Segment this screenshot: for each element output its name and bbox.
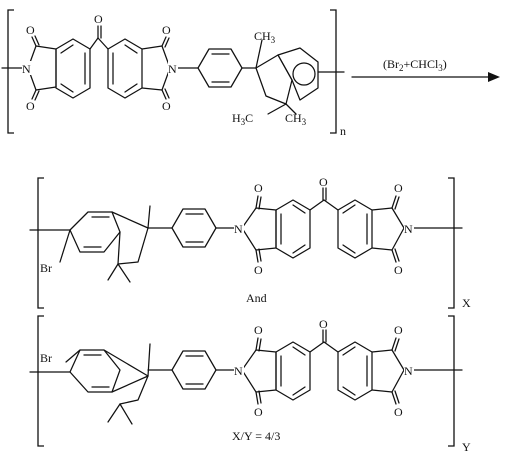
nitrogen-right-label: N	[168, 62, 177, 76]
nitrogen-right-label: N	[404, 364, 413, 378]
bromine-label: Br	[40, 351, 52, 365]
oxygen-label: O	[254, 181, 263, 195]
benzene-ring-1	[55, 38, 91, 99]
methyl-label: H3C	[232, 111, 253, 127]
benzene-ring-1	[275, 341, 311, 401]
starting-polymer: N O O O O O N CH3 H3C CH3 n	[1, 9, 346, 138]
aromatic-circle	[292, 62, 316, 86]
oxygen-label: O	[162, 99, 171, 113]
oxygen-label: O	[319, 317, 328, 331]
repeat-subscript-y: Y	[462, 440, 471, 454]
imide-ring-left	[241, 207, 277, 251]
oxygen-label: O	[319, 175, 328, 189]
indane-benzene-ring	[69, 211, 121, 253]
methyl-label: CH3	[285, 111, 307, 127]
phenylene-ring	[197, 48, 243, 88]
benzene-ring-1	[275, 199, 311, 259]
right-bracket	[448, 315, 455, 447]
bromine-label: Br	[40, 261, 52, 275]
left-bracket	[37, 177, 44, 309]
oxygen-label: O	[394, 323, 403, 337]
nitrogen-right-label: N	[404, 222, 413, 236]
phenylene-ring	[171, 208, 217, 248]
reaction-arrow: (Br2+CHCl3)	[351, 57, 500, 82]
arrow-head	[488, 72, 500, 82]
connector-label: And	[246, 291, 267, 305]
indane-five-ring	[111, 375, 149, 405]
oxygen-label: O	[26, 99, 35, 113]
right-bracket	[448, 177, 455, 309]
oxygen-label: O	[394, 181, 403, 195]
oxygen-label: O	[94, 12, 103, 26]
oxygen-label: O	[26, 23, 35, 37]
imide-ring-right	[141, 45, 171, 91]
left-bracket	[7, 9, 14, 134]
oxygen-label: O	[394, 405, 403, 419]
product-unit-x: Br N O O O O O N And X	[29, 175, 471, 310]
phenylene-ring	[171, 350, 217, 390]
oxygen-label: O	[162, 23, 171, 37]
imide-ring-right	[371, 207, 405, 251]
bromo-bond	[59, 229, 71, 263]
imide-ring-right	[371, 349, 405, 393]
carbonyl-bridge	[89, 37, 99, 50]
product-unit-y: Br N O O O O O N X/Y = 4/3 Y	[29, 315, 471, 454]
oxygen-label: O	[394, 263, 403, 277]
nitrogen-left-label: N	[234, 222, 243, 236]
carbonyl-bridge	[309, 199, 325, 211]
indane-benzene-ring	[277, 47, 319, 101]
imide-ring-left	[27, 45, 57, 91]
indane-five-ring	[111, 211, 149, 265]
oxygen-label: O	[254, 263, 263, 277]
methyl-label: CH3	[254, 29, 276, 45]
nitrogen-left-label: N	[22, 62, 31, 76]
repeat-subscript-x: X	[462, 296, 471, 310]
oxygen-label: O	[254, 405, 263, 419]
reagent-label: (Br2+CHCl3)	[383, 57, 447, 73]
carbonyl-bridge	[309, 341, 325, 353]
ratio-label: X/Y = 4/3	[232, 429, 280, 443]
left-bracket	[37, 315, 44, 447]
bromo-bond	[65, 349, 81, 363]
imide-ring-left	[241, 349, 277, 393]
nitrogen-left-label: N	[234, 364, 243, 378]
repeat-subscript-n: n	[340, 124, 346, 138]
indane-five-ring	[255, 54, 293, 105]
indane-benzene-ring	[69, 349, 121, 393]
oxygen-label: O	[254, 323, 263, 337]
